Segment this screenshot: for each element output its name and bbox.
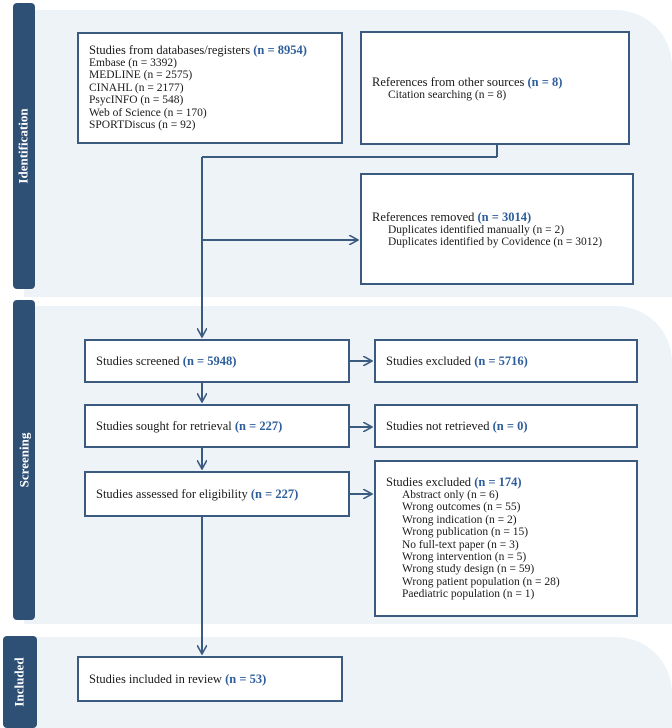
- sought-box: Studies sought for retrieval (n = 227): [84, 404, 350, 448]
- removed-heading: References removed (n = 3014): [372, 210, 602, 224]
- screened-heading: Studies screened (n = 5948): [96, 354, 236, 368]
- databases-heading: Studies from databases/registers (n = 89…: [89, 43, 341, 57]
- removed-count: (n = 3014): [477, 209, 532, 224]
- screened-title: Studies screened: [96, 354, 180, 368]
- exclusion-reason: Paediatric population (n = 1): [402, 588, 535, 601]
- excluded-fulltext-box: Studies excluded (n = 174) Abstract only…: [374, 460, 638, 617]
- database-source: Embase (n = 3392): [89, 57, 177, 69]
- assessed-heading: Studies assessed for eligibility (n = 22…: [96, 487, 298, 501]
- exclusion-reason: No full-text paper (n = 3): [402, 538, 519, 551]
- exclusion-reason: Wrong outcomes (n = 55): [402, 501, 521, 514]
- not-retrieved-box: Studies not retrieved (n = 0): [374, 404, 638, 448]
- excluded-screen-box: Studies excluded (n = 5716): [374, 339, 638, 383]
- assessed-count: (n = 227): [250, 487, 299, 501]
- screened-box: Studies screened (n = 5948): [84, 339, 350, 383]
- excluded-fulltext-title: Studies excluded: [386, 475, 472, 489]
- removed-box: References removed (n = 3014) Duplicates…: [360, 173, 634, 285]
- included-count: (n = 53): [225, 672, 267, 686]
- database-source: SPORTDiscus (n = 92): [89, 119, 196, 132]
- included-label: Included: [12, 657, 28, 707]
- databases-box: Studies from databases/registers (n = 89…: [77, 32, 343, 144]
- removed-item: Duplicates identified by Covidence (n = …: [388, 236, 603, 248]
- other-sources-count: (n = 8): [527, 74, 563, 89]
- database-source: CINAHL (n = 2177): [89, 81, 184, 94]
- database-source: PsycINFO (n = 548): [89, 94, 184, 107]
- excluded-screen-title: Studies excluded: [386, 354, 472, 368]
- screening-tab: Screening: [13, 300, 35, 620]
- sought-heading: Studies sought for retrieval (n = 227): [96, 419, 282, 433]
- assessed-title: Studies assessed for eligibility: [96, 487, 248, 501]
- screening-label: Screening: [16, 432, 31, 488]
- exclusion-reason: Wrong indication (n = 2): [402, 513, 517, 526]
- other-sources-title: References from other sources: [372, 74, 525, 89]
- excluded-fulltext-count: (n = 174): [474, 475, 522, 489]
- included-heading: Studies included in review (n = 53): [89, 672, 266, 686]
- exclusion-reason: Wrong study design (n = 59): [402, 563, 535, 576]
- identification-tab: Identification: [13, 3, 35, 289]
- database-source: Web of Science (n = 170): [89, 106, 207, 119]
- included-title: Studies included in review: [89, 672, 222, 686]
- sought-title: Studies sought for retrieval: [96, 419, 232, 433]
- exclusion-reason: Wrong publication (n = 15): [402, 526, 529, 539]
- not-retrieved-title: Studies not retrieved: [386, 419, 490, 433]
- exclusion-reason: Wrong patient population (n = 28): [402, 575, 560, 588]
- other-sources-box: References from other sources (n = 8) Ci…: [360, 31, 630, 145]
- removed-title: References removed: [372, 209, 475, 224]
- assessed-box: Studies assessed for eligibility (n = 22…: [84, 471, 350, 517]
- included-tab: Included: [3, 636, 37, 728]
- exclusion-reason: Abstract only (n = 6): [402, 489, 499, 501]
- excluded-screen-heading: Studies excluded (n = 5716): [386, 354, 528, 368]
- excluded-fulltext-heading: Studies excluded (n = 174): [386, 475, 636, 489]
- sought-count: (n = 227): [234, 419, 283, 433]
- excluded-screen-count: (n = 5716): [474, 354, 528, 368]
- databases-count: (n = 8954): [253, 43, 307, 57]
- databases-title: Studies from databases/registers: [89, 43, 251, 57]
- removed-item: Duplicates identified manually (n = 2): [388, 223, 565, 236]
- not-retrieved-heading: Studies not retrieved (n = 0): [386, 419, 527, 433]
- included-box: Studies included in review (n = 53): [77, 656, 343, 702]
- screened-count: (n = 5948): [182, 354, 237, 368]
- identification-label: Identification: [16, 108, 31, 184]
- exclusion-reason: Wrong intervention (n = 5): [402, 551, 527, 564]
- not-retrieved-count: (n = 0): [492, 419, 528, 433]
- other-source-item: Citation searching (n = 8): [388, 88, 507, 101]
- other-sources-heading: References from other sources (n = 8): [372, 75, 562, 89]
- database-source: MEDLINE (n = 2575): [89, 69, 193, 82]
